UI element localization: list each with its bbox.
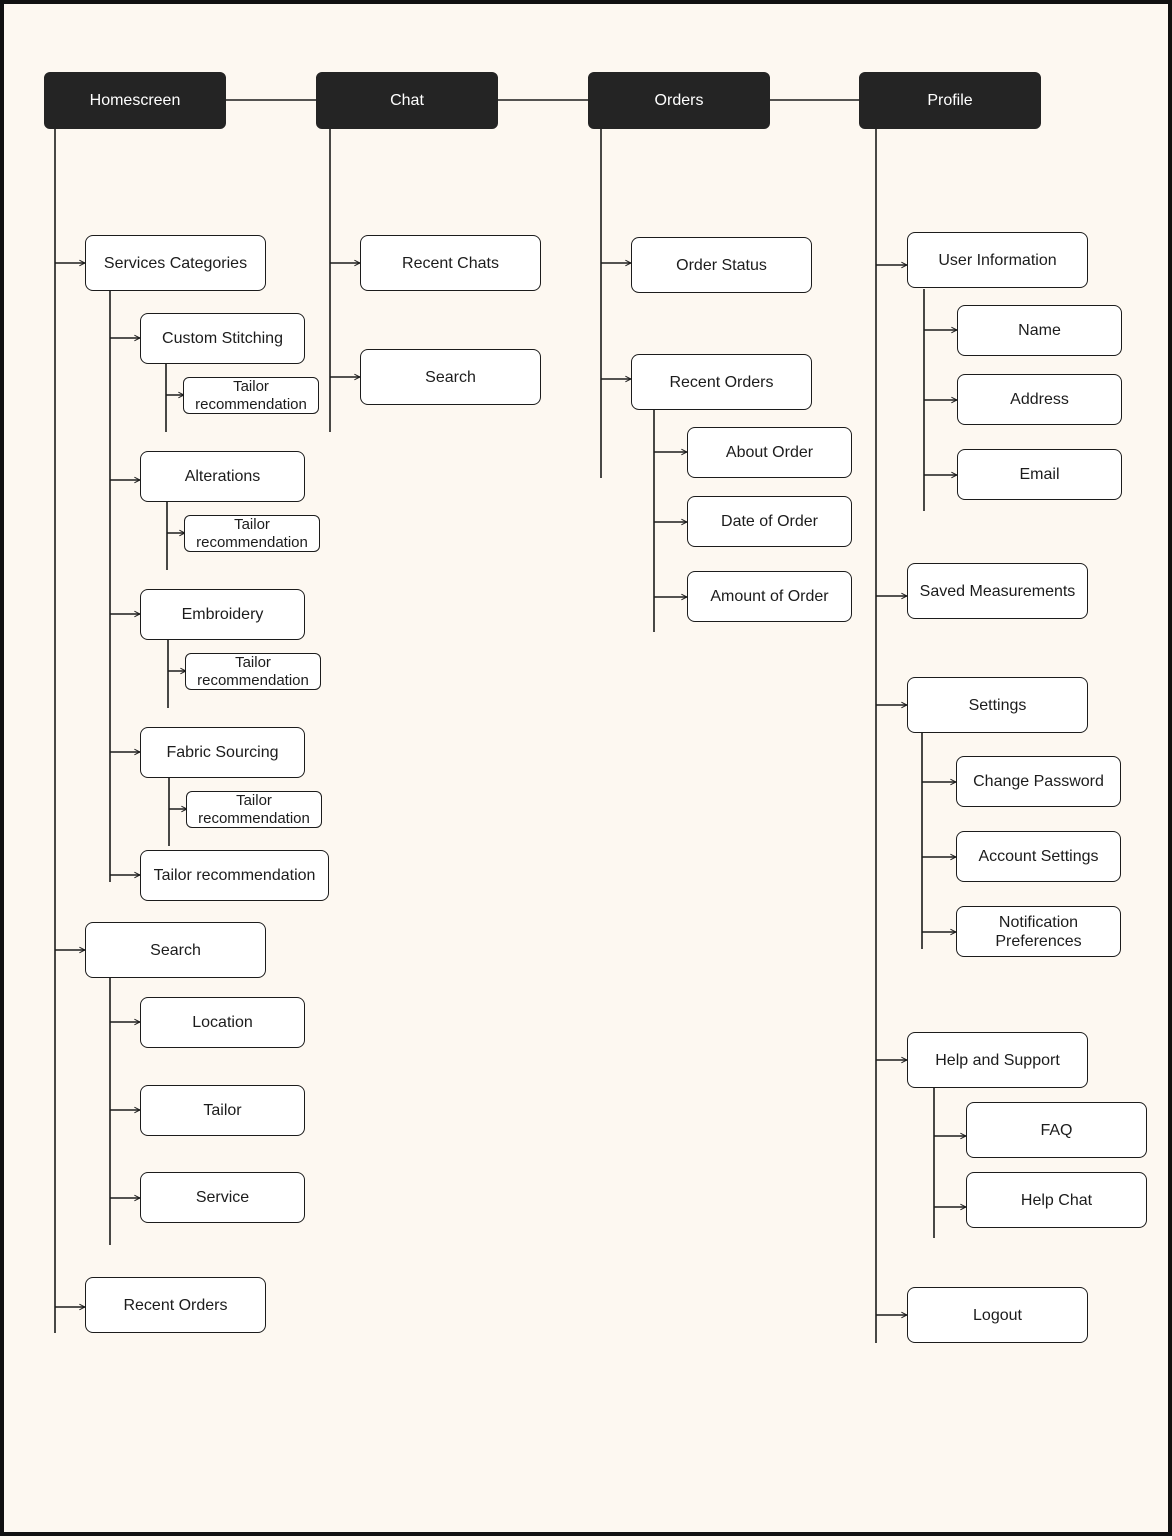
node-profile: Profile [859, 72, 1041, 129]
node-change-password: Change Password [956, 756, 1121, 807]
node-orders: Orders [588, 72, 770, 129]
node-tailor-recommendation: Tailor recommendation [140, 850, 329, 901]
node-tailor-recommendation-small: Tailor recommendation [185, 653, 321, 690]
node-name: Name [957, 305, 1122, 356]
node-settings: Settings [907, 677, 1088, 733]
node-recent-orders-home: Recent Orders [85, 1277, 266, 1333]
node-tailor-recommendation-small: Tailor recommendation [186, 791, 322, 828]
node-tailor: Tailor [140, 1085, 305, 1136]
node-location: Location [140, 997, 305, 1048]
node-about-order: About Order [687, 427, 852, 478]
node-alterations: Alterations [140, 451, 305, 502]
node-help-and-support: Help and Support [907, 1032, 1088, 1088]
node-help-chat: Help Chat [966, 1172, 1147, 1228]
node-tailor-recommendation-small: Tailor recommendation [183, 377, 319, 414]
node-embroidery: Embroidery [140, 589, 305, 640]
node-logout: Logout [907, 1287, 1088, 1343]
node-service: Service [140, 1172, 305, 1223]
node-chat-search: Search [360, 349, 541, 405]
node-user-information: User Information [907, 232, 1088, 288]
node-tailor-recommendation-small: Tailor recommendation [184, 515, 320, 552]
node-faq: FAQ [966, 1102, 1147, 1158]
node-address: Address [957, 374, 1122, 425]
node-chat: Chat [316, 72, 498, 129]
node-homescreen: Homescreen [44, 72, 226, 129]
node-search: Search [85, 922, 266, 978]
node-amount-of-order: Amount of Order [687, 571, 852, 622]
node-account-settings: Account Settings [956, 831, 1121, 882]
node-custom-stitching: Custom Stitching [140, 313, 305, 364]
node-services-categories: Services Categories [85, 235, 266, 291]
node-email: Email [957, 449, 1122, 500]
node-order-status: Order Status [631, 237, 812, 293]
node-notification-preferences: Notification Preferences [956, 906, 1121, 957]
node-date-of-order: Date of Order [687, 496, 852, 547]
node-recent-orders: Recent Orders [631, 354, 812, 410]
node-recent-chats: Recent Chats [360, 235, 541, 291]
node-fabric-sourcing: Fabric Sourcing [140, 727, 305, 778]
node-saved-measurements: Saved Measurements [907, 563, 1088, 619]
connector-lines [54, 99, 1172, 1343]
